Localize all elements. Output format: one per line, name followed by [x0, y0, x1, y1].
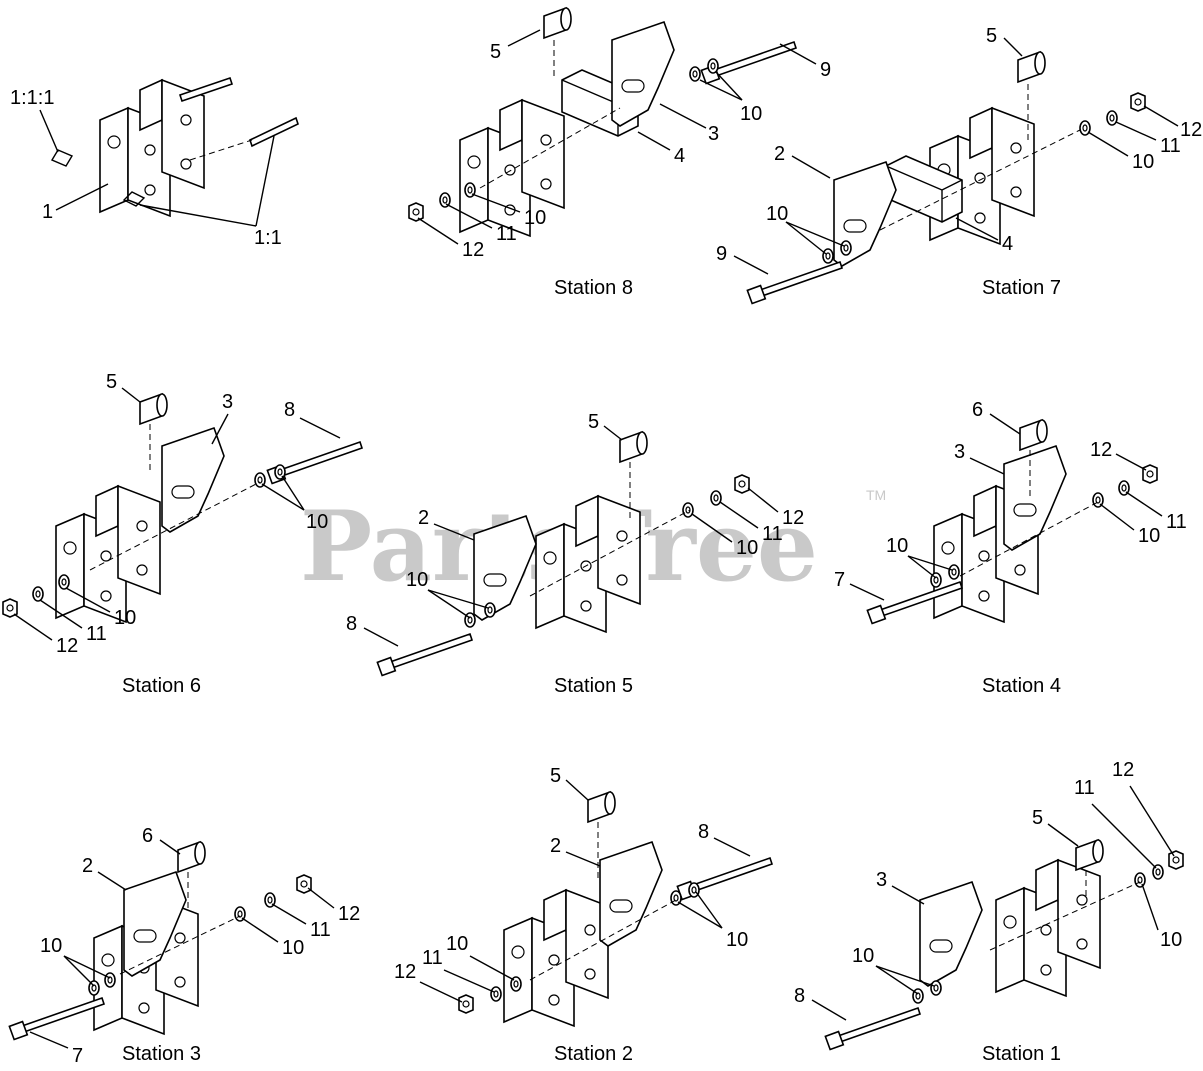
station-7-label-9: 9: [716, 243, 727, 265]
station-3-label-7: 7: [72, 1045, 83, 1067]
station-6-label-11: 11: [86, 623, 107, 645]
detail-label-1: 1: [42, 201, 53, 223]
station-7-label-5: 5: [986, 25, 997, 47]
station-7-label-10-left: 10: [766, 203, 788, 225]
station-8-label-9: 9: [820, 59, 831, 81]
station-1: 12 11 5 3 10 10 8 Station 1: [794, 759, 1184, 1065]
station-5: 5 2 12 11 10 10 8 Station 5: [346, 411, 804, 697]
station-6-label-5: 5: [106, 371, 117, 393]
watermark-trademark: TM: [866, 487, 886, 503]
station-5-caption: Station 5: [554, 675, 633, 697]
station-3: 6 2 12 11 10 10 7 Station 3: [8, 825, 360, 1067]
station-2-label-10-right: 10: [726, 929, 748, 951]
station-2-label-8: 8: [698, 821, 709, 843]
station-8-label-4: 4: [674, 145, 685, 167]
station-4-label-10-left: 10: [886, 535, 908, 557]
station-8-label-10-bottom: 10: [524, 207, 546, 229]
station-2-label-2: 2: [550, 835, 561, 857]
station-7-label-10-right: 10: [1132, 151, 1154, 173]
station-6-label-8: 8: [284, 399, 295, 421]
station-7-label-12: 12: [1180, 119, 1202, 141]
station-8-label-3: 3: [708, 123, 719, 145]
station-7-label-11: 11: [1160, 135, 1181, 157]
station-8-caption: Station 8: [554, 277, 633, 299]
station-6: 5 3 8 10 10 11 12 Station 6: [2, 371, 363, 697]
station-2: 5 2 8 10 10 11 12 Station 2: [394, 765, 773, 1065]
station-4-label-6: 6: [972, 399, 983, 421]
detail-hardware: 1:1:1 1 1:1: [10, 76, 299, 249]
station-7: 5 12 11 10 2 10 4 9 Station 7: [716, 25, 1202, 305]
station-2-label-11: 11: [422, 947, 443, 969]
station-6-label-10-left: 10: [114, 607, 136, 629]
station-1-label-12: 12: [1112, 759, 1134, 781]
station-4-label-10-right: 10: [1138, 525, 1160, 547]
station-4-label-3: 3: [954, 441, 965, 463]
station-4-label-12: 12: [1090, 439, 1112, 461]
station-8: 5 9 10 3 4 10 11 12 Station 8: [408, 7, 831, 299]
detail-label-1-1: 1:1: [254, 227, 282, 249]
station-5-label-10-right: 10: [736, 537, 758, 559]
station-5-label-5: 5: [588, 411, 599, 433]
station-8-label-10-top: 10: [740, 103, 762, 125]
station-7-caption: Station 7: [982, 277, 1061, 299]
station-3-label-2: 2: [82, 855, 93, 877]
station-4-label-7: 7: [834, 569, 845, 591]
station-7-label-4: 4: [1002, 233, 1013, 255]
station-6-label-3: 3: [222, 391, 233, 413]
station-6-label-12: 12: [56, 635, 78, 657]
station-3-label-10-right: 10: [282, 937, 304, 959]
station-1-label-10-right: 10: [1160, 929, 1182, 951]
station-1-label-3: 3: [876, 869, 887, 891]
station-2-label-10-left: 10: [446, 933, 468, 955]
station-3-caption: Station 3: [122, 1043, 201, 1065]
station-1-label-10-left: 10: [852, 945, 874, 967]
station-2-label-12: 12: [394, 961, 416, 983]
station-1-label-11: 11: [1074, 777, 1095, 799]
station-6-caption: Station 6: [122, 675, 201, 697]
station-1-label-5: 5: [1032, 807, 1043, 829]
station-8-label-12: 12: [462, 239, 484, 261]
station-2-label-5: 5: [550, 765, 561, 787]
station-1-caption: Station 1: [982, 1043, 1061, 1065]
station-8-label-11: 11: [496, 223, 517, 245]
station-8-label-5: 5: [490, 41, 501, 63]
station-4-label-11: 11: [1166, 511, 1187, 533]
station-3-label-12: 12: [338, 903, 360, 925]
station-4-caption: Station 4: [982, 675, 1061, 697]
station-5-label-2: 2: [418, 507, 429, 529]
station-3-label-10-left: 10: [40, 935, 62, 957]
station-3-label-6: 6: [142, 825, 153, 847]
station-5-label-11: 11: [762, 523, 783, 545]
detail-label-1-1-1: 1:1:1: [10, 87, 54, 109]
station-5-label-10-left: 10: [406, 569, 428, 591]
station-5-label-12: 12: [782, 507, 804, 529]
station-3-label-11: 11: [310, 919, 331, 941]
station-1-label-8: 8: [794, 985, 805, 1007]
station-2-caption: Station 2: [554, 1043, 633, 1065]
station-5-label-8: 8: [346, 613, 357, 635]
station-6-label-10-right: 10: [306, 511, 328, 533]
station-4: 6 3 12 11 10 10 7 Station 4: [834, 399, 1187, 697]
station-7-label-2: 2: [774, 143, 785, 165]
